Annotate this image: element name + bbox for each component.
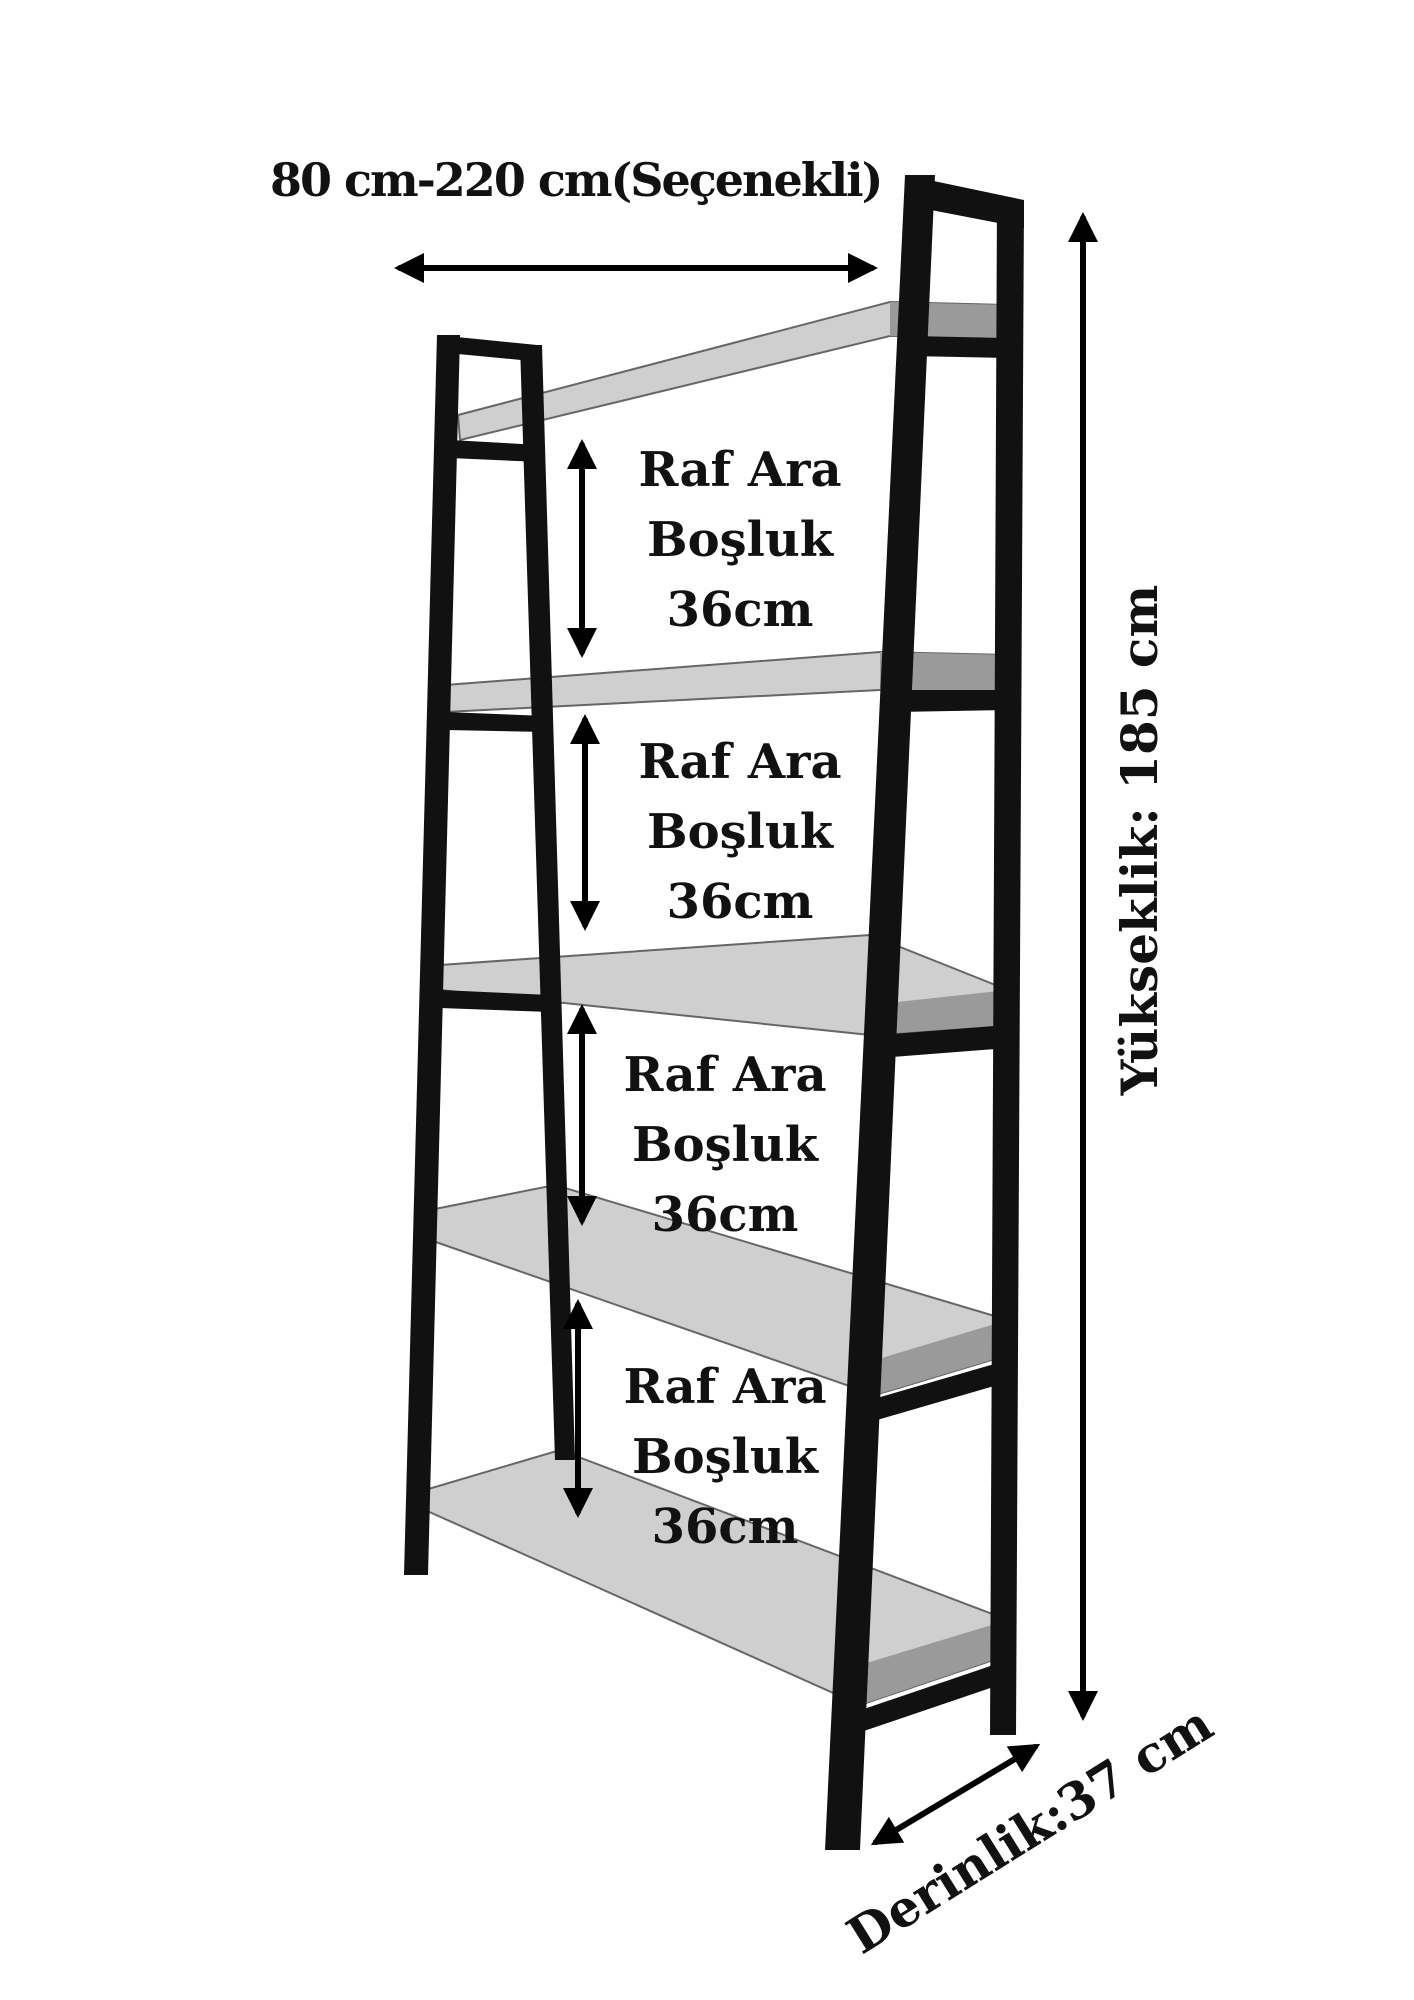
depth-arrow [870, 1743, 1041, 1846]
left-back-leg [520, 345, 575, 1460]
right-front-leg [825, 175, 935, 1850]
right-back-leg [990, 200, 1024, 1735]
gap-line-1: Raf Ara [638, 442, 842, 498]
right-brace-3 [880, 1025, 1008, 1058]
gap-line-3: 36cm [666, 582, 814, 638]
gap-line-3: 36cm [651, 1499, 799, 1555]
gap-line-2: Boşluk [632, 1117, 818, 1173]
left-top-bar [437, 335, 542, 362]
gap-line-1: Raf Ara [623, 1047, 827, 1103]
right-brace-4 [870, 1360, 1008, 1422]
right-brace-5 [855, 1660, 1008, 1734]
shelf-gap-label-2: Raf Ara Boşluk 36cm [610, 727, 870, 937]
shelf-5-front [860, 1620, 1008, 1705]
frame [404, 175, 1024, 1850]
width-label: 80 cm-220 cm(Seçenekli) [270, 153, 883, 207]
gap-line-3: 36cm [666, 874, 814, 930]
gap-line-2: Boşluk [647, 804, 833, 860]
left-front-leg [404, 335, 460, 1575]
left-brace-1 [450, 440, 540, 462]
shelf-3-front [870, 990, 1008, 1035]
gap-line-1: Raf Ara [623, 1359, 827, 1415]
right-top-bar [905, 175, 1024, 228]
right-brace-1 [910, 336, 1008, 358]
right-brace-2 [895, 690, 1008, 712]
shelf-4-front [875, 1320, 1008, 1395]
gap-line-2: Boşluk [647, 512, 833, 568]
shelf-gap-label-1: Raf Ara Boşluk 36cm [610, 435, 870, 645]
gap-line-3: 36cm [651, 1187, 799, 1243]
shelf-gap-label-4: Raf Ara Boşluk 36cm [595, 1352, 855, 1562]
height-label: Yükseklik: 185 cm [1110, 584, 1169, 1096]
gap-line-2: Boşluk [632, 1429, 818, 1485]
left-brace-2 [445, 712, 545, 732]
gap-line-1: Raf Ara [638, 734, 842, 790]
left-brace-3 [440, 990, 550, 1012]
dimension-arrows [394, 212, 1098, 1846]
shelf-gap-label-3: Raf Ara Boşluk 36cm [595, 1040, 855, 1250]
